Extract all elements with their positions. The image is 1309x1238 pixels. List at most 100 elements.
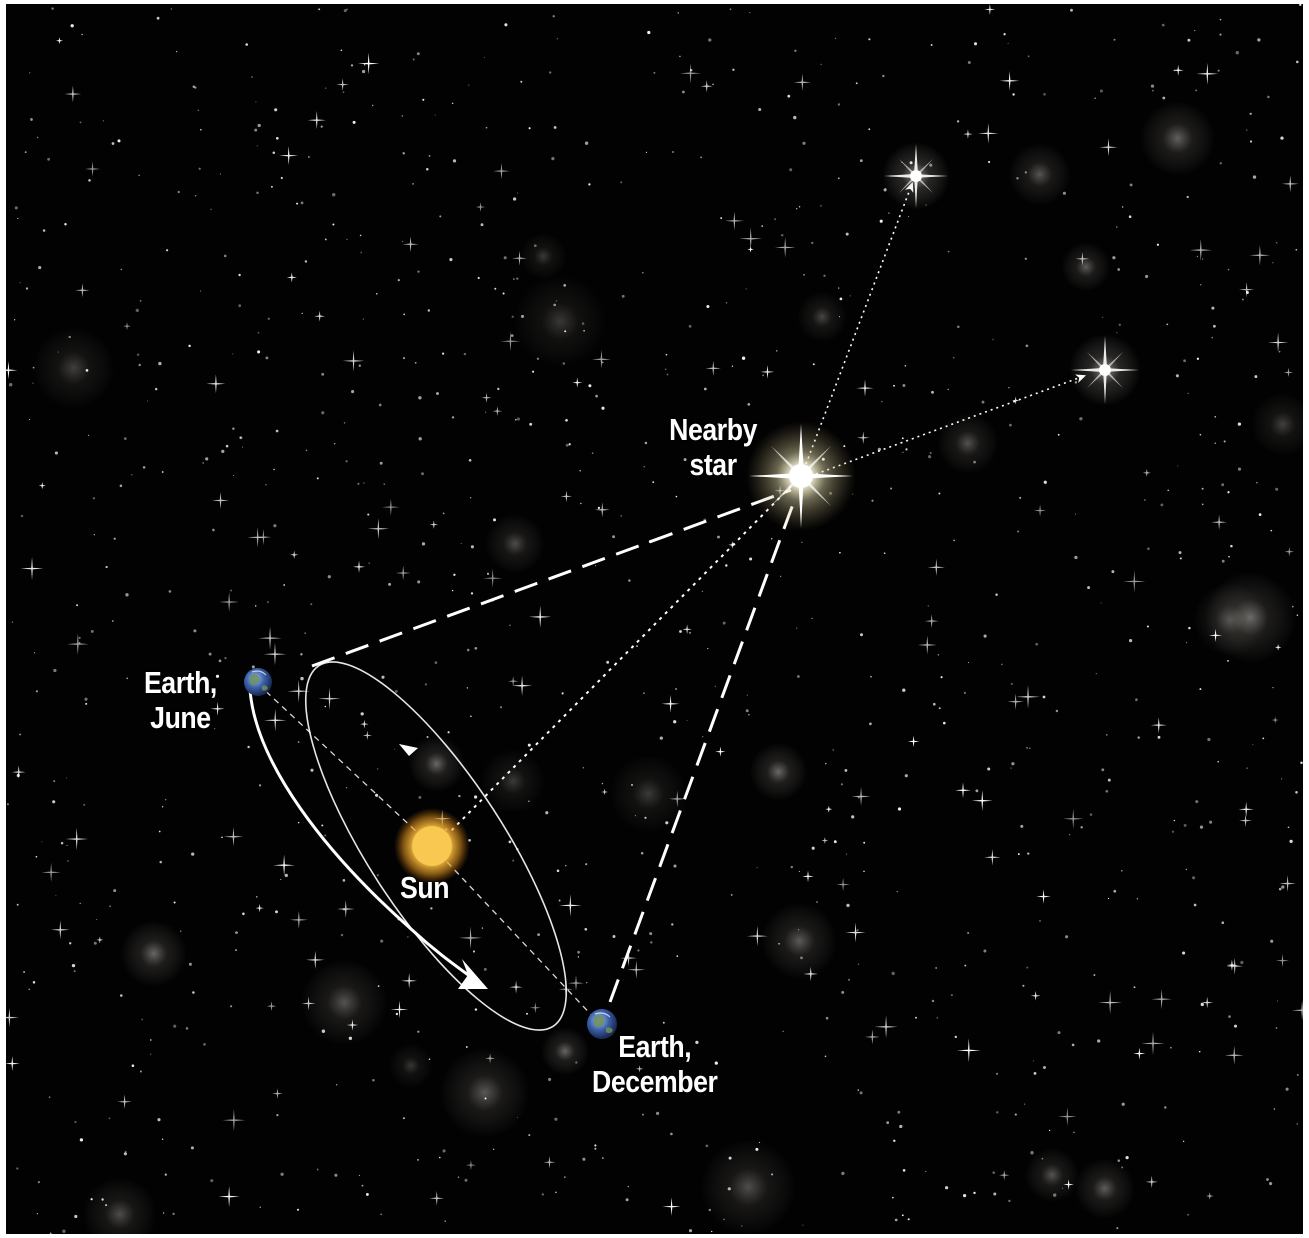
background-star	[701, 590, 703, 592]
background-star	[1033, 1071, 1037, 1075]
background-star	[188, 344, 191, 348]
background-star	[41, 841, 43, 843]
background-star	[173, 901, 176, 904]
background-star	[897, 807, 902, 811]
background-star	[938, 707, 941, 710]
background-star	[1187, 1213, 1190, 1216]
background-star	[1162, 96, 1166, 100]
background-star	[847, 978, 851, 981]
background-star	[837, 177, 840, 180]
background-star	[1228, 555, 1230, 558]
background-star	[1062, 1187, 1064, 1189]
background-star	[142, 466, 146, 469]
background-star	[1266, 1178, 1269, 1181]
background-star	[296, 1208, 300, 1211]
background-star	[584, 927, 588, 931]
background-star	[256, 145, 258, 147]
background-star	[1270, 529, 1273, 532]
background-star	[1147, 547, 1150, 551]
background-star	[166, 249, 169, 252]
background-star	[256, 896, 258, 898]
background-star	[708, 38, 712, 42]
background-star-sparkle	[64, 85, 82, 103]
background-star	[732, 68, 735, 71]
background-star	[722, 621, 726, 625]
background-star	[705, 1144, 709, 1148]
background-star	[434, 661, 438, 664]
background-star-sparkle	[219, 592, 239, 612]
background-star-sparkle	[6, 1056, 20, 1072]
background-star	[988, 160, 991, 164]
earth-june-label-line1: Earth,	[143, 665, 217, 700]
background-star	[1094, 97, 1097, 100]
background-star	[340, 933, 344, 937]
background-star	[798, 929, 800, 931]
background-star	[947, 250, 950, 253]
background-star-glow	[120, 920, 187, 987]
background-star	[68, 335, 71, 339]
background-star	[749, 12, 751, 14]
background-star	[1237, 467, 1242, 471]
background-star	[798, 870, 801, 873]
background-star	[717, 535, 720, 539]
background-star	[23, 971, 26, 973]
background-star	[1281, 885, 1285, 889]
background-star	[164, 798, 167, 801]
background-star	[300, 676, 304, 681]
background-star	[38, 266, 42, 270]
background-star-sparkle	[1274, 644, 1282, 651]
background-star	[727, 1187, 731, 1191]
background-star	[55, 894, 57, 897]
background-star-sparkle	[700, 80, 713, 93]
background-star-sparkle	[382, 498, 400, 516]
background-star	[582, 767, 585, 769]
background-star	[474, 646, 478, 650]
background-star	[494, 287, 497, 290]
background-star	[161, 806, 164, 808]
background-star	[332, 193, 336, 197]
background-star	[1275, 241, 1278, 244]
background-star	[177, 190, 180, 194]
background-star	[223, 254, 227, 258]
background-star	[577, 950, 580, 954]
background-star	[645, 151, 648, 154]
background-star	[672, 151, 674, 153]
background-star	[1097, 1039, 1101, 1043]
background-star-sparkle	[1224, 1045, 1244, 1065]
background-star	[158, 361, 162, 366]
background-star	[131, 1064, 135, 1067]
background-star	[517, 192, 519, 194]
background-star	[647, 30, 651, 35]
earth-june-icon	[244, 668, 272, 696]
background-star	[1105, 789, 1109, 793]
background-star	[938, 492, 941, 495]
distant-star-icon	[1069, 334, 1141, 406]
background-star-sparkle	[1151, 989, 1172, 1010]
background-star	[381, 675, 385, 679]
background-star	[238, 273, 241, 277]
background-star	[564, 1176, 566, 1178]
background-star	[1146, 625, 1149, 628]
background-star	[1228, 1015, 1231, 1018]
background-star	[1024, 171, 1027, 174]
background-star	[1106, 734, 1108, 736]
background-star	[555, 300, 557, 302]
background-star-sparkle	[924, 614, 939, 629]
background-star	[1276, 1000, 1279, 1002]
background-star	[203, 1043, 206, 1046]
background-star	[1195, 89, 1198, 92]
background-star	[241, 446, 244, 448]
background-star	[402, 1117, 405, 1120]
background-star	[841, 1171, 845, 1176]
background-star	[451, 589, 454, 592]
background-star-sparkle	[286, 272, 297, 283]
background-star	[316, 1168, 319, 1171]
background-star	[202, 462, 205, 464]
background-star	[113, 889, 117, 893]
background-star	[802, 1224, 804, 1226]
background-star	[270, 185, 273, 188]
background-star-sparkle	[290, 550, 299, 559]
background-star	[300, 201, 304, 205]
background-star	[803, 273, 806, 276]
background-star	[1200, 284, 1202, 286]
